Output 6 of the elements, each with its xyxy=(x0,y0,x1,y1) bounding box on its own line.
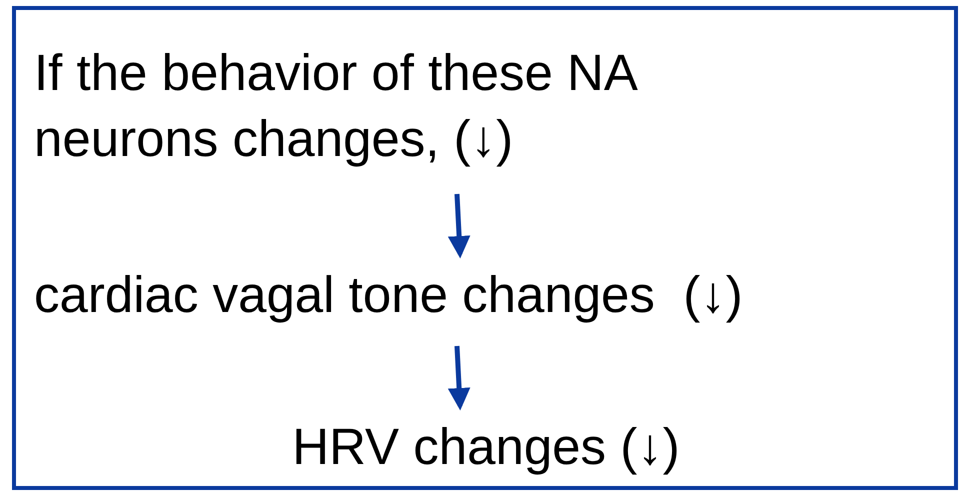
statement-text: cardiac vagal tone changes (↓) xyxy=(34,262,944,332)
arrow xyxy=(448,194,470,258)
frame-box xyxy=(12,6,958,490)
statement-text: If the behavior of these NA neurons changes, (↓) xyxy=(34,40,814,180)
statement-text: HRV changes (↓) xyxy=(176,414,796,484)
arrow xyxy=(448,346,470,410)
